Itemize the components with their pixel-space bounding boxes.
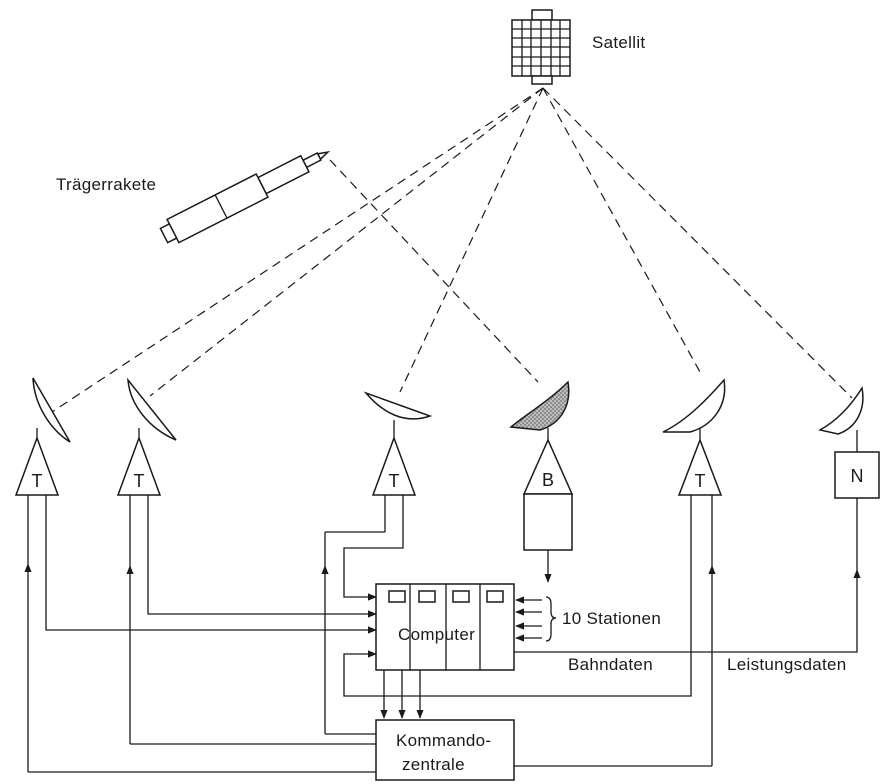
other-stations-inputs bbox=[515, 596, 557, 642]
satellite-nozzle bbox=[531, 75, 553, 85]
link-rocket-tracking bbox=[329, 159, 539, 383]
transceiver-triangle bbox=[371, 435, 417, 496]
transceiver-triangle bbox=[14, 435, 60, 496]
station-5-connections bbox=[343, 495, 716, 767]
solar-panel-grid bbox=[512, 20, 570, 76]
station-letter: T bbox=[134, 471, 145, 491]
transceiver-triangle bbox=[116, 435, 162, 496]
command-center-label-line2: zentrale bbox=[402, 755, 465, 774]
orbit-data-label: Bahndaten bbox=[568, 655, 653, 674]
stations-count-label: 10 Stationen bbox=[562, 609, 661, 628]
satellite-antenna bbox=[531, 9, 553, 21]
station-6: N bbox=[817, 385, 880, 499]
station-1-connections bbox=[24, 495, 377, 773]
computer-to-command-links bbox=[380, 670, 424, 719]
dish-antenna-icon bbox=[32, 377, 71, 443]
dish-antenna-icon bbox=[363, 391, 433, 420]
station-2: T bbox=[116, 377, 177, 496]
telemetry-box bbox=[834, 451, 880, 499]
satellite-label: Satellit bbox=[592, 33, 645, 52]
station-6-connections bbox=[514, 498, 861, 653]
station-letter: T bbox=[695, 471, 706, 491]
station-letter: B bbox=[542, 470, 554, 490]
satellite bbox=[511, 9, 571, 85]
station-2-connections bbox=[126, 495, 377, 745]
station-5: T bbox=[662, 378, 726, 496]
station-letter: T bbox=[32, 471, 43, 491]
transceiver-triangle bbox=[677, 437, 723, 496]
display-slot bbox=[418, 590, 436, 603]
brace bbox=[545, 596, 557, 642]
command-center-label-line1: Kommando- bbox=[396, 731, 491, 750]
display-slot bbox=[486, 590, 504, 603]
link-station-6 bbox=[542, 87, 853, 399]
link-station-1 bbox=[51, 87, 544, 413]
computer-label: Computer bbox=[398, 625, 475, 644]
link-station-3 bbox=[399, 87, 544, 393]
display-slot bbox=[452, 590, 470, 603]
station-1: T bbox=[14, 377, 71, 496]
station-letter: N bbox=[851, 466, 864, 486]
launch-rocket bbox=[159, 150, 331, 244]
receiver-box bbox=[523, 493, 573, 551]
link-station-2 bbox=[149, 87, 544, 397]
command-center: Kommando- zentrale bbox=[375, 719, 515, 781]
rocket-label: Trägerrakete bbox=[56, 175, 156, 194]
radio-links bbox=[51, 87, 853, 413]
link-station-5 bbox=[542, 87, 701, 373]
dish-antenna-icon bbox=[127, 377, 177, 441]
power-data-label: Leistungsdaten bbox=[727, 655, 847, 674]
dish-antenna-icon bbox=[662, 378, 726, 433]
dish-antenna-icon bbox=[817, 385, 864, 435]
command-center-box bbox=[375, 719, 515, 781]
station-4: B bbox=[509, 380, 574, 551]
station-3: T bbox=[363, 391, 433, 496]
station-letter: T bbox=[389, 471, 400, 491]
display-slot bbox=[388, 590, 406, 603]
hatched-dish-antenna-icon bbox=[509, 380, 570, 431]
computer: Computer bbox=[375, 583, 515, 671]
station-3-connections bbox=[321, 495, 404, 735]
